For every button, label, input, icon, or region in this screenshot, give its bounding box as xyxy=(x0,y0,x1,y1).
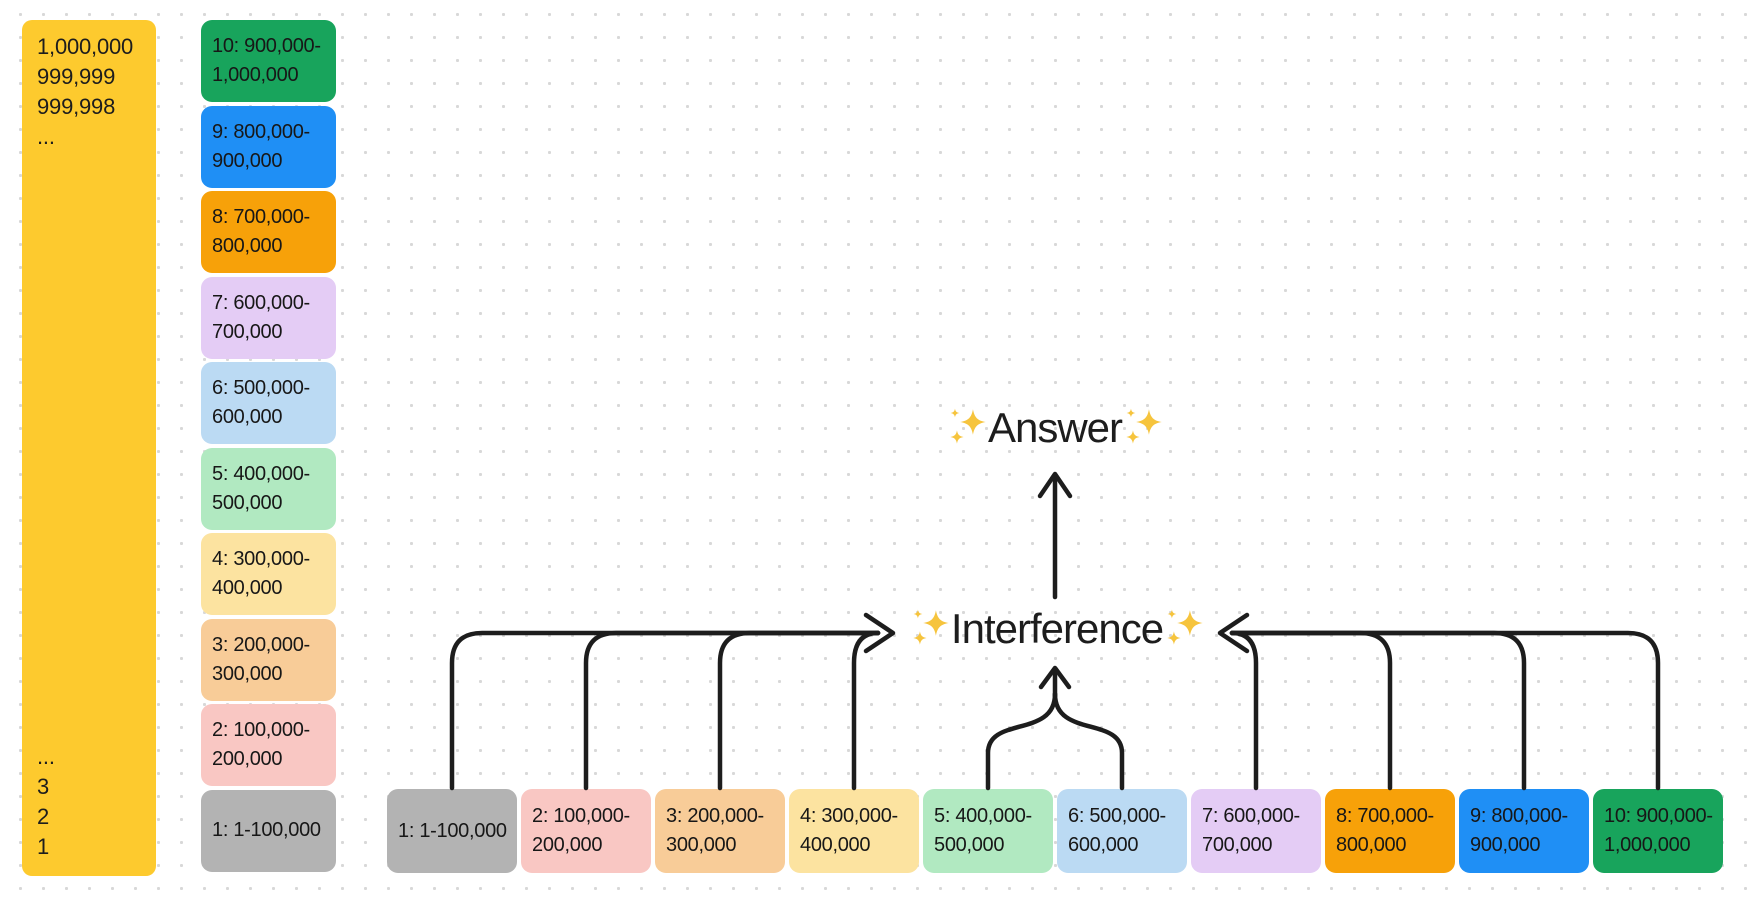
arrow-bucket9-to-interference[interactable] xyxy=(1229,630,1527,791)
stack-bucket-6[interactable]: 6: 500,000- 600,000 xyxy=(201,362,336,444)
sparkles-icon xyxy=(910,606,950,652)
row-bucket-1[interactable]: 1: 1-100,000 xyxy=(387,789,517,873)
stack-bucket-5[interactable]: 5: 400,000- 500,000 xyxy=(201,447,336,530)
bucket-row-horizontal: 1: 1-100,000 2: 100,000- 200,000 3: 200,… xyxy=(387,789,1723,873)
number-line-bottom-values: ... 3 2 1 xyxy=(37,744,55,859)
stack-bucket-7[interactable]: 7: 600,000- 700,000 xyxy=(201,276,336,359)
arrowhead-right-icon xyxy=(1217,612,1250,654)
row-bucket-9[interactable]: 9: 800,000- 900,000 xyxy=(1459,789,1589,873)
arrow-bucket10-to-interference[interactable] xyxy=(1229,630,1661,791)
row-bucket-10[interactable]: 10: 900,000- 1,000,000 xyxy=(1593,789,1723,873)
arrowhead-fork-up-icon xyxy=(1038,665,1072,690)
stack-bucket-8[interactable]: 8: 700,000- 800,000 xyxy=(201,191,336,273)
arrow-bucket3-to-interference[interactable] xyxy=(717,630,881,791)
bucket-stack-vertical: 10: 900,000- 1,000,000 9: 800,000- 900,0… xyxy=(201,20,336,872)
arrow-bucket6-to-interference[interactable] xyxy=(1052,691,1125,791)
row-bucket-8[interactable]: 8: 700,000- 800,000 xyxy=(1325,789,1455,873)
arrowhead-left-icon xyxy=(863,612,896,654)
arrow-bucket1-to-interference[interactable] xyxy=(449,630,881,791)
stack-bucket-3[interactable]: 3: 200,000- 300,000 xyxy=(201,618,336,701)
number-line-top-values: 1,000,000 999,999 999,998 ... xyxy=(37,34,134,149)
stack-bucket-10[interactable]: 10: 900,000- 1,000,000 xyxy=(201,20,336,102)
number-line-shape[interactable]: 1,000,000 999,999 999,998 ... ... 3 2 1 xyxy=(22,20,156,876)
row-bucket-6[interactable]: 6: 500,000- 600,000 xyxy=(1057,789,1187,873)
interference-text: Interference xyxy=(950,605,1164,652)
arrowhead-answer-up-icon xyxy=(1037,471,1073,499)
row-bucket-5[interactable]: 5: 400,000- 500,000 xyxy=(923,789,1053,873)
arrow-bucket8-to-interference[interactable] xyxy=(1229,630,1393,791)
stack-bucket-9[interactable]: 9: 800,000- 900,000 xyxy=(201,105,336,188)
arrow-bucket5-to-interference[interactable] xyxy=(985,691,1058,791)
arrow-bucket2-to-interference[interactable] xyxy=(583,630,881,791)
row-bucket-2[interactable]: 2: 100,000- 200,000 xyxy=(521,789,651,873)
interference-label[interactable]: Interference xyxy=(910,605,1204,653)
stack-bucket-2[interactable]: 2: 100,000- 200,000 xyxy=(201,704,336,786)
row-bucket-4[interactable]: 4: 300,000- 400,000 xyxy=(789,789,919,873)
answer-label[interactable]: Answer xyxy=(947,404,1163,452)
arrow-bucket4-to-interference[interactable] xyxy=(851,630,881,791)
sparkles-icon xyxy=(1123,405,1163,451)
stack-bucket-4[interactable]: 4: 300,000- 400,000 xyxy=(201,533,336,615)
arrow-bucket7-to-interference[interactable] xyxy=(1229,630,1259,791)
stack-bucket-1[interactable]: 1: 1-100,000 xyxy=(201,789,336,872)
sparkles-icon xyxy=(947,405,987,451)
row-bucket-7[interactable]: 7: 600,000- 700,000 xyxy=(1191,789,1321,873)
answer-text: Answer xyxy=(987,404,1123,451)
row-bucket-3[interactable]: 3: 200,000- 300,000 xyxy=(655,789,785,873)
sparkles-icon xyxy=(1164,606,1204,652)
